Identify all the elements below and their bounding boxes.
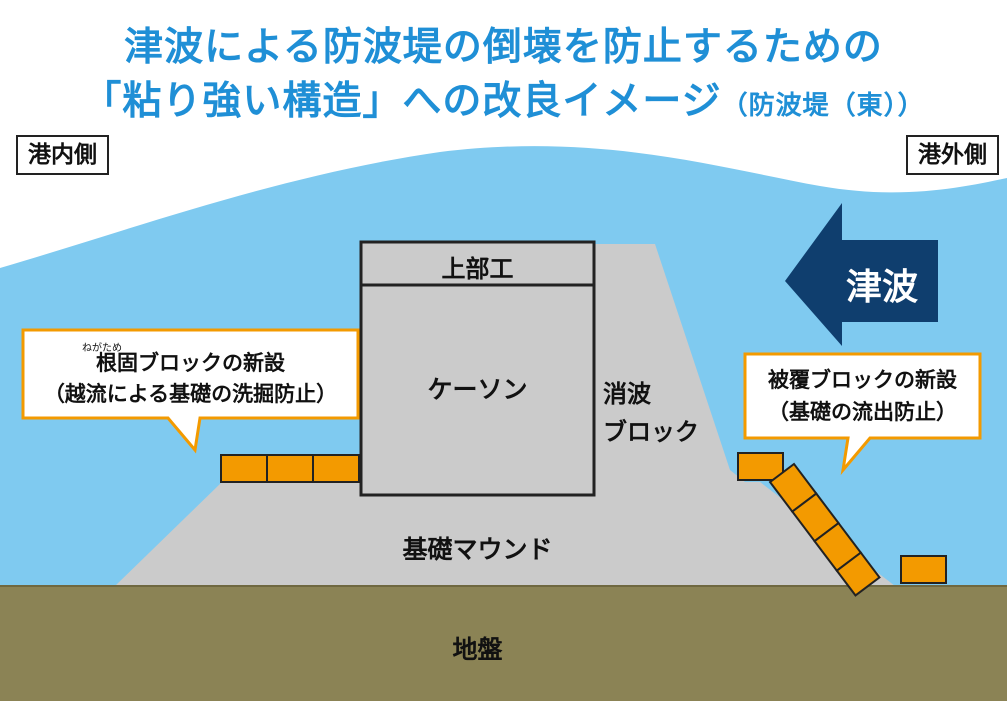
callout-left-line1: 根固ブロックの新設 (96, 351, 285, 375)
outer-harbor-label: 港外側 (906, 135, 999, 175)
callout-left-bubble (21, 328, 360, 454)
root-fixing-block (266, 454, 314, 483)
title-line-1: 津波による防波堤の倒壊を防止するための (124, 25, 883, 70)
inner-harbor-label: 港内側 (16, 135, 109, 175)
mound-label: 基礎マウンド (402, 535, 553, 564)
ground-label: 地盤 (452, 635, 503, 664)
superstructure-label: 上部工 (441, 255, 514, 283)
callout-right-line2: （基礎の流出防止） (768, 400, 957, 424)
callout-right-bubble (743, 352, 982, 476)
caisson-label: ケーソン (427, 375, 528, 404)
root-fixing-block (220, 454, 268, 483)
arrow-left-icon (785, 203, 938, 346)
foundation-mound (115, 482, 895, 586)
wave-block-label-2: ブロック (603, 418, 699, 446)
armor-block (900, 555, 947, 584)
root-fixing-blocks (220, 454, 360, 483)
armor-blocks (737, 452, 947, 597)
title-sub: （防波堤（東）） (721, 91, 925, 121)
armor-block (835, 551, 881, 597)
wave-block-label-1: 消波 (603, 380, 651, 408)
title-line-2: 「粘り強い構造」への改良イメージ（防波堤（東）） (0, 70, 1007, 126)
callout-right-line1: 被覆ブロックの新設 (768, 368, 957, 392)
callout-left-line2: （越流による基礎の洗掘防止） (43, 382, 338, 406)
tsunami-label: 津波 (845, 267, 918, 308)
armor-block (737, 452, 784, 481)
root-fixing-block (312, 454, 360, 483)
callout-left-ruby: ねがため (82, 343, 122, 354)
title-main: 「粘り強い構造」への改良イメージ (82, 79, 722, 124)
ground (0, 586, 1007, 701)
wave-dissipating-blocks (595, 244, 745, 482)
